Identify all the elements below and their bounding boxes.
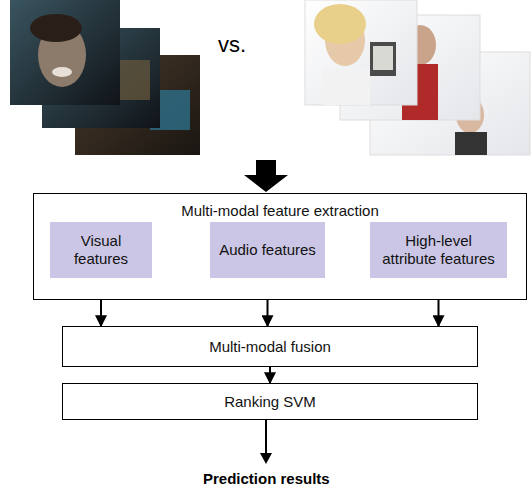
video-frames: [10, 0, 200, 155]
flow-arrow: [269, 367, 271, 383]
vs-label: vs.: [218, 32, 246, 58]
video-frames: [305, 0, 530, 155]
block-arrow: [244, 160, 288, 192]
box-label: Visual features: [56, 232, 146, 268]
box-label: High-level attribute features: [376, 232, 501, 268]
group-title: Multi-modal feature extraction: [181, 202, 379, 220]
feature-box: Audio features: [210, 222, 325, 278]
feature-box: Visual features: [50, 222, 152, 278]
result-arrow: [260, 420, 272, 464]
process-box: Ranking SVM: [62, 383, 478, 420]
box-label: Ranking SVM: [224, 393, 316, 411]
feature-box: High-level attribute features: [370, 222, 507, 278]
group-box: Multi-modal feature extractionVisual fea…: [33, 193, 527, 300]
box-label: Audio features: [219, 241, 316, 259]
output-label: Prediction results: [203, 470, 330, 487]
process-box: Multi-modal fusion: [62, 326, 478, 367]
box-label: Multi-modal fusion: [209, 338, 331, 356]
